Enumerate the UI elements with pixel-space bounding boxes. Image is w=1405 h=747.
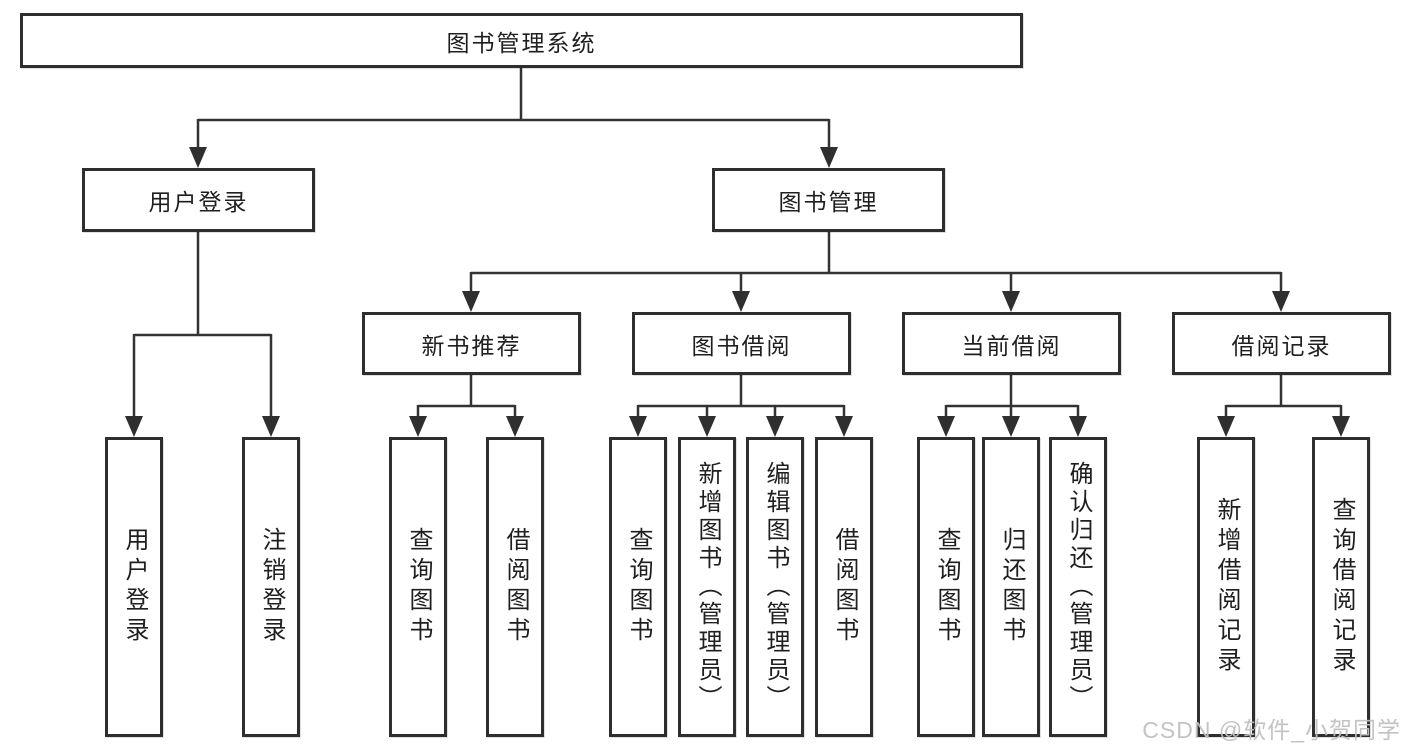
node-logout: 注销登录 — [242, 437, 300, 737]
node-query-books-recommend: 查询图书 — [389, 437, 447, 737]
csdn-watermark: CSDN @软件_小贺同学 — [1142, 717, 1401, 743]
node-return-books: 归还图书 — [982, 437, 1040, 737]
node-query-borrow-record: 查询借阅记录 — [1312, 437, 1370, 737]
connector-current — [944, 375, 1080, 419]
node-query-books-current: 查询图书 — [917, 437, 975, 737]
node-user-login: 用户登录 — [105, 437, 163, 737]
node-new-book-recommend: 新书推荐 — [362, 312, 581, 375]
node-add-book-admin: 新增图书（管理员） — [678, 437, 736, 737]
node-confirm-return-admin: 确认归还（管理员） — [1049, 437, 1107, 737]
node-borrow-books-recommend: 借阅图书 — [486, 437, 544, 737]
connector-user-login — [132, 232, 273, 419]
connector-borrowing — [636, 375, 846, 419]
connector-new-book — [416, 375, 517, 419]
node-book-borrowing: 图书借阅 — [632, 312, 851, 375]
node-user-login-branch: 用户登录 — [82, 168, 315, 232]
node-edit-book-admin: 编辑图书（管理员） — [746, 437, 804, 737]
node-add-borrow-record: 新增借阅记录 — [1197, 437, 1255, 737]
node-query-books-borrowing: 查询图书 — [609, 437, 667, 737]
connector-book-management — [469, 232, 1283, 294]
node-borrow-records: 借阅记录 — [1172, 312, 1391, 375]
connector-root — [196, 68, 831, 150]
node-current-borrowing: 当前借阅 — [902, 312, 1121, 375]
node-library-system: 图书管理系统 — [20, 13, 1023, 68]
node-book-management-branch: 图书管理 — [712, 168, 945, 232]
arrowheads — [125, 147, 1350, 437]
node-borrow-books: 借阅图书 — [815, 437, 873, 737]
connector-records — [1224, 375, 1343, 419]
